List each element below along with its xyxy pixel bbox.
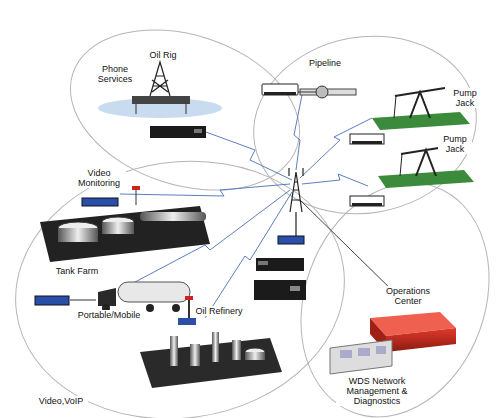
site-label: Phone Services (92, 64, 138, 84)
site-label: Video Monitoring (72, 168, 126, 188)
site-label: Operations Center (380, 286, 436, 306)
site-label: Portable/Mobile (72, 310, 146, 320)
site-label: Pump Jack (438, 134, 472, 154)
pipeline (262, 84, 356, 98)
equipment-stack (254, 236, 306, 300)
wired-link (300, 200, 400, 298)
oil-refinery (140, 296, 282, 388)
site-label: Oil Refinery (190, 306, 248, 316)
site-label: Pump Jack (448, 88, 482, 108)
site-label: WDS Network Management & Diagnostics (336, 376, 418, 406)
site-label: Video,VoIP (34, 396, 88, 406)
tanker-truck (35, 282, 190, 312)
tank-farm (40, 186, 210, 262)
radio-tower (289, 168, 303, 236)
management-console (330, 340, 392, 374)
site-label: Tank Farm (52, 266, 102, 276)
site-label: Oil Rig (142, 50, 184, 60)
site-label: Pipeline (302, 58, 348, 68)
